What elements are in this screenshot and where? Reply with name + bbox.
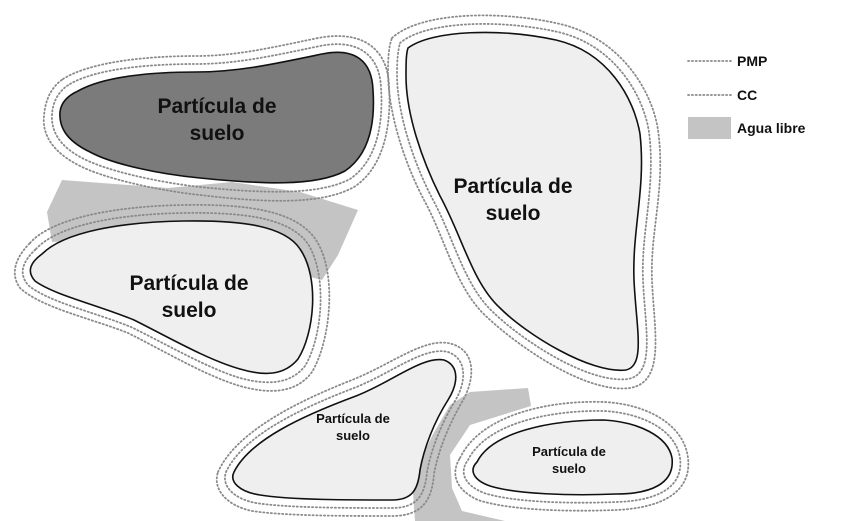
cc-ring [462,410,682,504]
cc-ring [396,23,652,381]
cc-ring [224,350,465,509]
particle-label-line1: Partícula de [157,95,276,118]
cc-ring [51,43,383,193]
legend-item-cc: CC [687,87,757,103]
pmp-ring [13,204,331,392]
free-water-zone-bottom [412,388,531,521]
particle-label-line2: suelo [190,122,245,145]
soil-particle-bottom-center: Partícula de suelo [215,341,473,517]
particle-body [232,358,457,501]
particle-body [29,220,314,375]
legend: PMP CC Agua libre [687,53,806,139]
legend-label-pmp: PMP [737,53,767,69]
particle-body [405,31,643,371]
soil-particle-bottom-right: Partícula de suelo [454,400,690,512]
particle-body [472,419,673,496]
particle-body [59,51,375,184]
particle-label-line1: Partícula de [532,444,606,459]
soil-particle-large-right: Partícula de suelo [387,14,662,390]
particle-label-line1: Partícula de [453,175,572,198]
pmp-ring [387,14,662,390]
cc-ring [21,212,322,384]
legend-label-cc: CC [737,87,757,103]
particle-label-line2: suelo [486,202,541,225]
legend-label-free-water: Agua libre [737,120,806,136]
pmp-ring [215,341,473,517]
legend-item-pmp: PMP [687,53,767,69]
particle-label-line1: Partícula de [129,272,248,295]
pmp-ring [454,400,690,512]
soil-particle-top-left: Partícula de suelo [42,35,391,202]
particle-label-line2: suelo [552,461,586,476]
particle-label-line2: suelo [162,299,217,322]
pmp-ring [42,35,391,202]
particle-label-line1: Partícula de [316,411,390,426]
particle-label-line2: suelo [336,428,370,443]
legend-item-free-water: Agua libre [688,117,806,139]
legend-swatch-free-water [688,117,731,139]
soil-particle-middle-left: Partícula de suelo [13,204,331,392]
